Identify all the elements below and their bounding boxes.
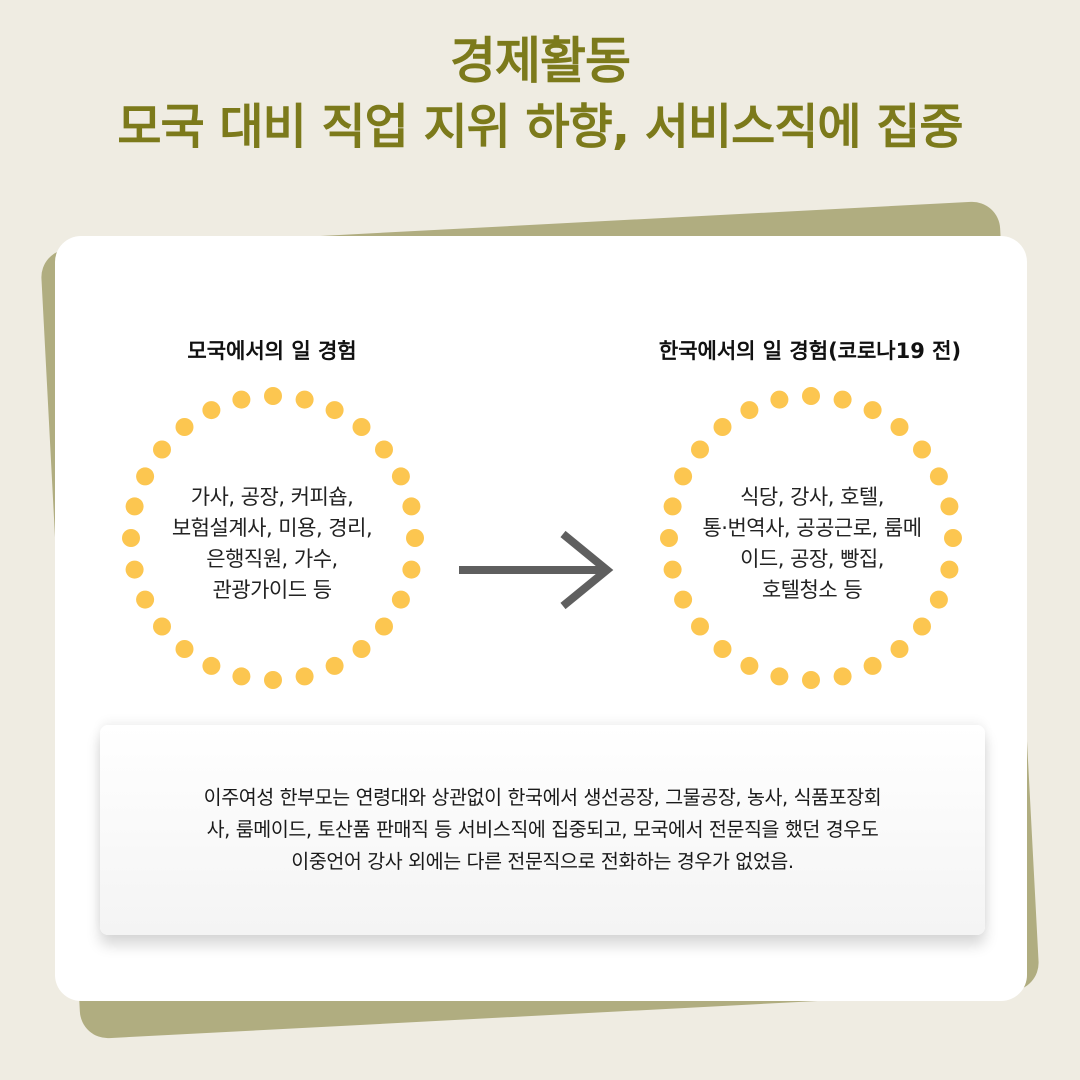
left-circle-dot	[375, 617, 393, 636]
right-circle-dot	[940, 560, 959, 579]
right-circle-dot	[770, 390, 789, 409]
left-circle-dot	[391, 467, 410, 486]
left-circle-text: 가사, 공장, 커피숍, 보험설계사, 미용, 경리, 은행직원, 가수, 관광…	[147, 482, 397, 606]
left-circle-dot	[325, 656, 344, 675]
left-circle-dot	[352, 418, 371, 436]
summary-line-2: 사, 룸메이드, 토산품 판매직 등 서비스직에 집중되고, 모국에서 전문직을…	[206, 818, 879, 841]
right-circle-dot	[833, 390, 852, 409]
right-circle-dot	[913, 617, 931, 636]
right-circle-dot	[713, 640, 732, 658]
right-circle-dot	[890, 418, 909, 436]
page-title: 경제활동 모국 대비 직업 지위 하향, 서비스직에 집중	[0, 28, 1080, 160]
left-circle-dot	[375, 440, 393, 459]
right-circle-dot	[663, 497, 682, 516]
right-circle-dot	[929, 467, 948, 486]
right-circle-dot	[863, 401, 882, 420]
left-circle-dot	[402, 560, 421, 579]
right-circle-dot	[674, 590, 693, 609]
left-circle-dot	[402, 497, 421, 516]
right-circle-dot	[770, 667, 789, 686]
right-circle-dot	[890, 640, 909, 658]
right-circle-dot	[944, 529, 962, 547]
left-line-3: 은행직원, 가수,	[206, 547, 338, 571]
left-circle-dot	[136, 590, 155, 609]
right-circle-dot	[833, 667, 852, 686]
right-circle-dot	[929, 590, 948, 609]
summary-line-3: 이중언어 강사 외에는 다른 전문직으로 전화하는 경우가 없었음.	[291, 850, 794, 873]
right-column-heading: 한국에서의 일 경험(코로나19 전)	[658, 339, 962, 363]
left-circle-dot	[264, 671, 282, 689]
right-circle-dot	[740, 656, 759, 675]
left-circle-dot	[202, 656, 221, 675]
left-circle-dot	[153, 617, 171, 636]
left-column-heading: 모국에서의 일 경험	[187, 339, 357, 363]
right-circle-dot	[863, 656, 882, 675]
left-circle-dot	[175, 418, 194, 436]
left-circle-dot	[325, 401, 344, 420]
left-circle-dot	[122, 529, 140, 547]
left-circle-dot	[406, 529, 424, 547]
arrow-right-icon	[459, 530, 614, 610]
left-circle-dot	[202, 401, 221, 420]
right-circle-dot	[713, 418, 732, 436]
right-line-4: 호텔청소 등	[761, 578, 863, 602]
left-line-2: 보험설계사, 미용, 경리,	[171, 516, 373, 540]
right-circle-dot	[691, 617, 709, 636]
summary-line-1: 이주여성 한부모는 연령대와 상관없이 한국에서 생선공장, 그물공장, 농사,…	[203, 786, 882, 809]
left-circle-dot	[153, 440, 171, 459]
summary-text: 이주여성 한부모는 연령대와 상관없이 한국에서 생선공장, 그물공장, 농사,…	[123, 782, 963, 878]
summary-box: 이주여성 한부모는 연령대와 상관없이 한국에서 생선공장, 그물공장, 농사,…	[100, 725, 985, 935]
left-circle-dot	[136, 467, 155, 486]
right-circle-dot	[660, 529, 678, 547]
left-line-1: 가사, 공장, 커피숍,	[190, 485, 354, 509]
right-line-2: 통·번역사, 공공근로, 룸메	[702, 516, 922, 540]
left-circle-dot	[175, 640, 194, 658]
right-circle-dot	[802, 671, 820, 689]
left-line-4: 관광가이드 등	[212, 578, 332, 602]
right-circle-dot	[674, 467, 693, 486]
left-circle-dot	[232, 667, 251, 686]
left-circle-dot	[295, 667, 314, 686]
right-circle-dot	[740, 401, 759, 420]
right-circle-dot	[691, 440, 709, 459]
left-circle-dot	[125, 497, 144, 516]
right-circle-dot	[913, 440, 931, 459]
left-circle-dot	[125, 560, 144, 579]
right-circle-text: 식당, 강사, 호텔, 통·번역사, 공공근로, 룸메 이드, 공장, 빵집, …	[687, 482, 937, 606]
right-circle-dot	[802, 387, 820, 405]
right-circle-dot	[663, 560, 682, 579]
right-line-1: 식당, 강사, 호텔,	[740, 485, 884, 509]
left-circle-dot	[295, 390, 314, 409]
right-circle-dot	[940, 497, 959, 516]
right-line-3: 이드, 공장, 빵집,	[740, 547, 884, 571]
title-line-1: 경제활동	[450, 32, 631, 90]
left-circle-dot	[352, 640, 371, 658]
title-line-2: 모국 대비 직업 지위 하향, 서비스직에 집중	[117, 99, 963, 155]
left-circle-dot	[391, 590, 410, 609]
left-circle-dot	[232, 390, 251, 409]
left-circle-dot	[264, 387, 282, 405]
